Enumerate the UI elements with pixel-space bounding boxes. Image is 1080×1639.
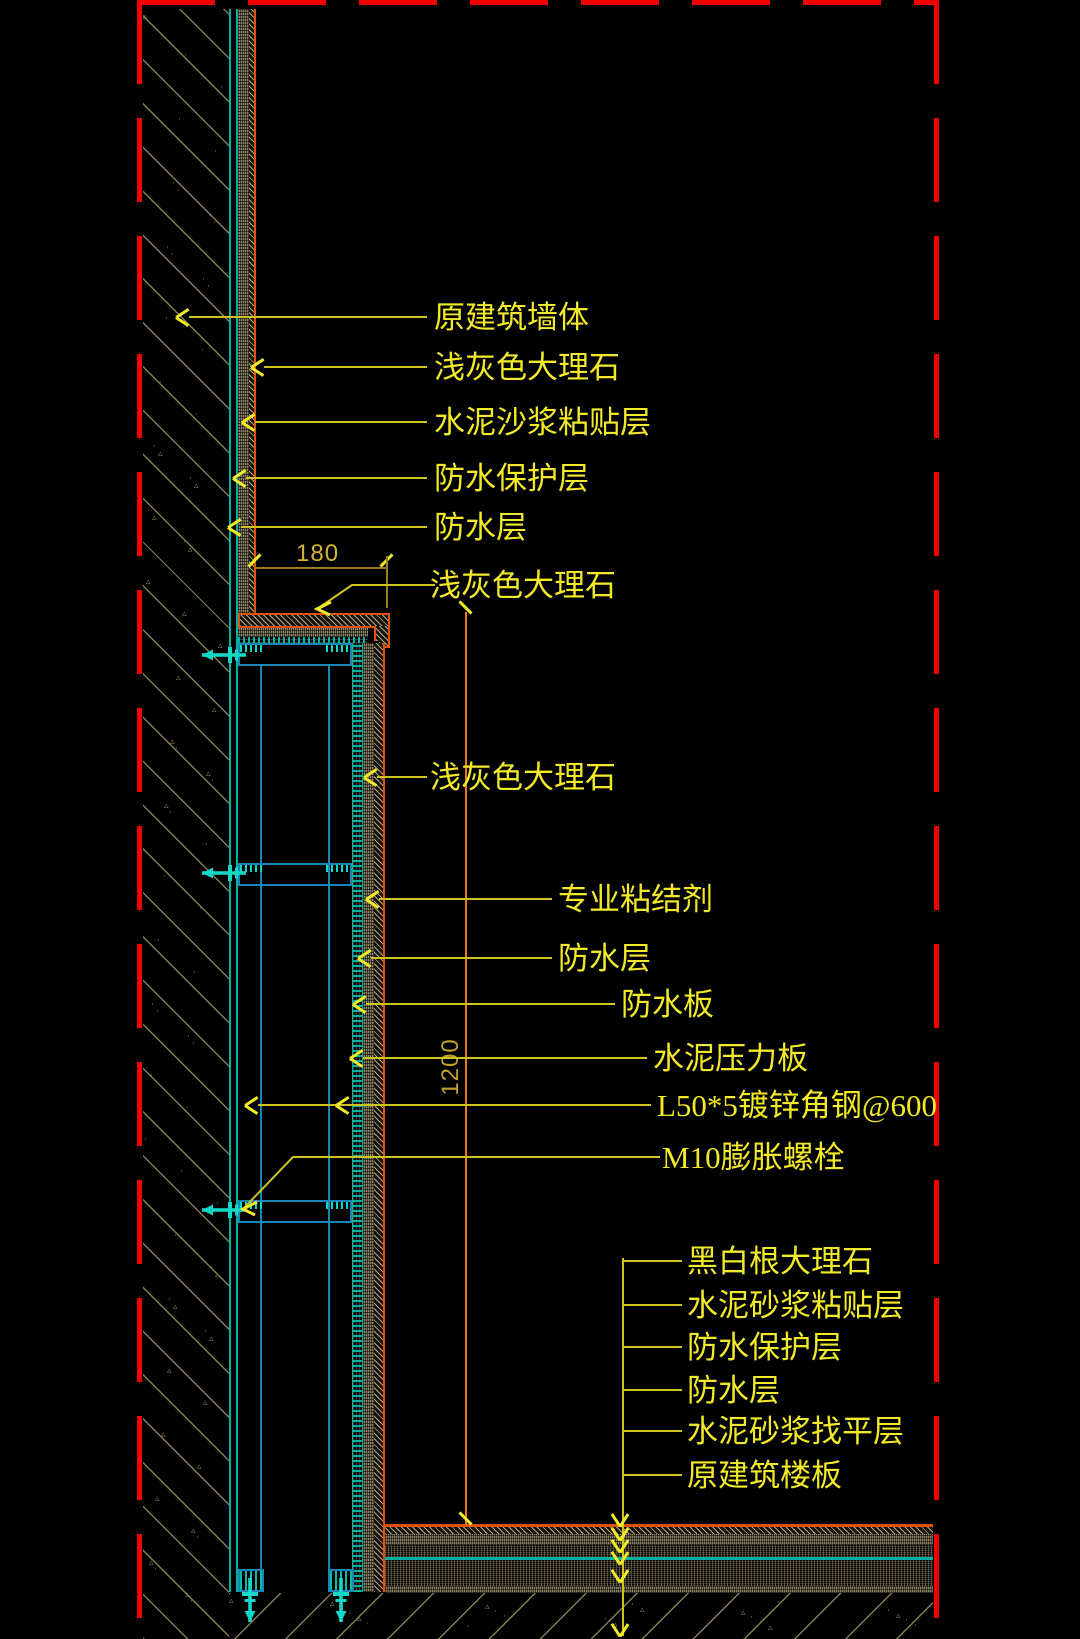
- dim-extension-line: [386, 556, 388, 608]
- leader-arrow-icon: [336, 1094, 351, 1116]
- steel-frame-upright: [328, 665, 330, 1570]
- leader-line: [246, 477, 427, 479]
- front-cement-board-layer: [352, 643, 363, 1592]
- countertop-slab: [238, 613, 390, 628]
- callout-tick: [623, 1346, 682, 1348]
- callout-angle-steel: L50*5镀锌角钢@600: [657, 1088, 937, 1123]
- dim-line-1200: [465, 612, 467, 1525]
- callout-floor-waterproof-layer: 防水层: [687, 1373, 780, 1408]
- callout-tick: [623, 1389, 682, 1391]
- slab-hatch-speckles: ▵··▵··▵··▵··▵··▵··▵··▵··▵·: [229, 1596, 917, 1635]
- leader-line: [258, 1104, 651, 1106]
- expansion-bolt-icon: [202, 1202, 246, 1218]
- leader-arrow-icon: [609, 1512, 631, 1527]
- callout-cement-mortar-bonding: 水泥沙浆粘贴层: [434, 405, 651, 440]
- expansion-bolt-icon: [202, 865, 246, 881]
- wall-marble-layer: [249, 9, 254, 613]
- floor-marble-surface-line: [383, 1524, 933, 1527]
- leader-line: [366, 1003, 615, 1005]
- wall-marble-face-line: [254, 9, 256, 613]
- floor-screed-band: [385, 1586, 933, 1593]
- leader-line: [255, 421, 427, 423]
- dim-counter-height: 1200: [437, 1038, 464, 1096]
- floor-callout-line: [622, 1258, 624, 1636]
- front-mortar-layer: [363, 643, 374, 1592]
- viewport-border-left: [137, 0, 142, 1639]
- wall-mortar-layer: [238, 9, 249, 613]
- callout-tick: [623, 1474, 682, 1476]
- floor-protection-layer: [385, 1545, 933, 1557]
- floor-slab-hatch: ▵··▵··▵··▵··▵··▵··▵··▵··▵·: [229, 1593, 933, 1639]
- dim-counter-depth: 180: [296, 540, 340, 567]
- leader-line: [379, 898, 552, 900]
- angle-bracket: [238, 863, 352, 886]
- leader-line: [371, 957, 552, 959]
- steel-frame-upright: [260, 665, 262, 1570]
- leader-arrow-icon: [609, 1622, 631, 1637]
- callout-floor-leveling-layer: 水泥砂浆找平层: [687, 1414, 904, 1449]
- leader-line-bent: [239, 1156, 660, 1217]
- expansion-bolt-icon: [202, 647, 246, 663]
- angle-bracket: [238, 643, 352, 666]
- callout-floor-waterproof-protection: 防水保护层: [687, 1330, 842, 1365]
- callout-front-marble: 浅灰色大理石: [430, 760, 616, 795]
- floor-mortar-layer: [385, 1534, 933, 1545]
- callout-expansion-bolt: M10膨胀螺栓: [662, 1140, 845, 1175]
- wall-hatch-speckles: ▵··▵··▵··▵··▵··▵··▵··▵··▵··▵··▵··▵··▵··▵…: [143, 12, 223, 1607]
- leader-line: [363, 1057, 647, 1059]
- leader-line: [241, 526, 427, 528]
- wall-waterproof-line: [229, 9, 238, 1592]
- callout-waterproof-protection: 防水保护层: [434, 461, 589, 496]
- callout-tick: [623, 1304, 682, 1306]
- dim-line-180: [255, 567, 387, 569]
- leader-arrow-icon: [609, 1550, 631, 1565]
- floor-leveling-layer: [385, 1560, 933, 1586]
- front-marble-layer: [374, 643, 383, 1592]
- callout-cement-pressure-board: 水泥压力板: [653, 1041, 808, 1076]
- callout-tick: [623, 1430, 682, 1432]
- callout-black-white-marble: 黑白根大理石: [687, 1244, 873, 1279]
- viewport-border-right: [934, 0, 939, 1639]
- callout-wall-marble: 浅灰色大理石: [434, 350, 620, 385]
- callout-floor-mortar-bonding: 水泥砂浆粘贴层: [687, 1288, 904, 1323]
- callout-tick: [623, 1260, 682, 1262]
- callout-waterproof-board: 防水板: [621, 987, 714, 1022]
- leader-arrow-icon: [609, 1568, 631, 1583]
- callout-countertop-marble: 浅灰色大理石: [430, 568, 616, 603]
- original-wall-hatch: ▵··▵··▵··▵··▵··▵··▵··▵··▵··▵··▵··▵··▵··▵…: [143, 9, 229, 1639]
- leader-line: [377, 776, 427, 778]
- leader-line-bent: [313, 584, 435, 616]
- leader-line: [264, 366, 427, 368]
- callout-original-wall: 原建筑墙体: [434, 300, 589, 335]
- leader-line: [189, 316, 427, 318]
- floor-waterproof-line: [385, 1557, 933, 1560]
- counter-mortar-band: [238, 628, 368, 637]
- viewport-border-top: [137, 0, 938, 5]
- callout-waterproof-layer: 防水层: [434, 510, 527, 545]
- callout-original-floor-slab: 原建筑楼板: [687, 1458, 842, 1493]
- floor-marble-layer: [385, 1527, 933, 1534]
- counter-waterproof-band: [238, 637, 368, 643]
- callout-waterproof-layer-front: 防水层: [558, 941, 651, 976]
- callout-adhesive: 专业粘结剂: [558, 882, 713, 917]
- front-marble-face-line: [383, 643, 385, 1592]
